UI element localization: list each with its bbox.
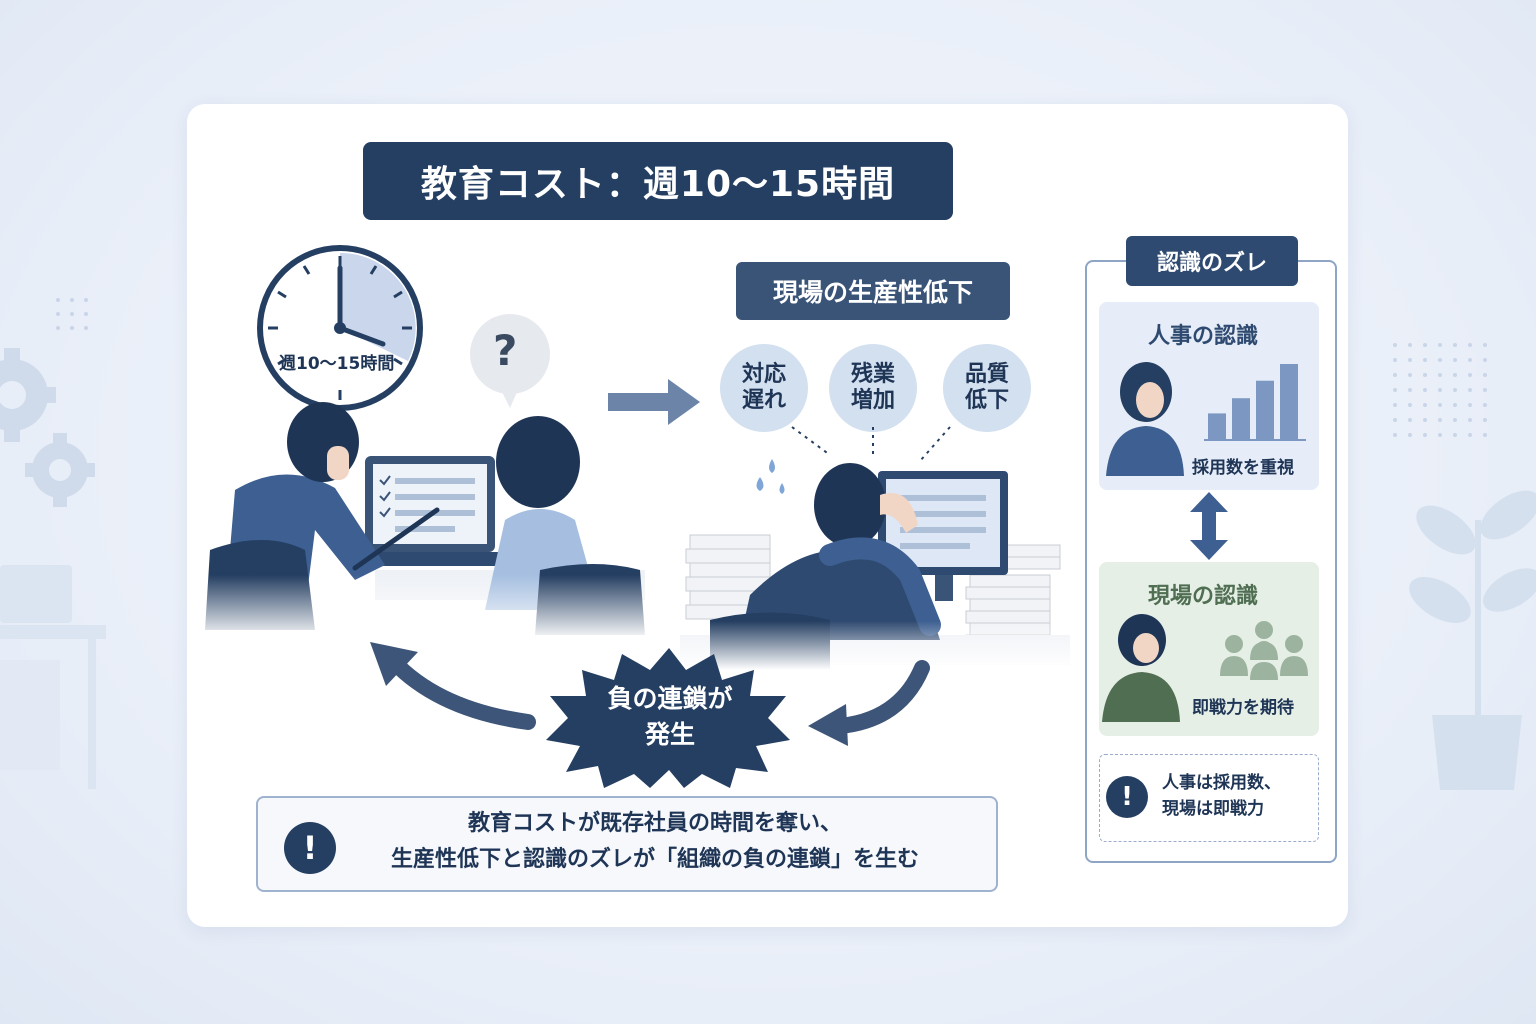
hr-bar	[1208, 413, 1226, 440]
note-line2: 現場は即戦力	[1162, 799, 1264, 820]
effect-quality-line2: 低下	[964, 388, 1009, 413]
cycle-arrow-right-icon	[808, 660, 930, 746]
chain-label-line1: 負の連鎖が	[607, 684, 733, 713]
cycle-arrow-left-icon	[370, 642, 536, 730]
effect-bubble-overtime: 残業 増加	[829, 344, 917, 432]
hr-bar	[1232, 398, 1250, 440]
summary-line2: 生産性低下と認識のズレが「組織の負の連鎖」を生む	[390, 847, 919, 873]
training-scene	[205, 380, 655, 640]
hr-bar-chart	[1204, 364, 1306, 441]
gear-icon	[0, 348, 56, 442]
field-title: 現場の認識	[1148, 584, 1259, 609]
clock-icon	[257, 245, 423, 411]
summary-text: 教育コストが既存社員の時間を奪い、 生産性低下と認識のズレが「組織の負の連鎖」を…	[330, 806, 980, 879]
dot-grid-left	[56, 298, 88, 330]
field-caption: 即戦力を期待	[1192, 698, 1294, 718]
hr-bar	[1280, 364, 1298, 440]
productivity-banner: 現場の生産性低下	[736, 262, 1010, 320]
effect-overtime-line1: 残業	[850, 361, 895, 387]
page-title: 教育コスト：週10～15時間	[363, 142, 953, 220]
summary-line1: 教育コストが既存社員の時間を奪い、	[467, 811, 842, 836]
stressed-worker-scene	[680, 425, 1070, 670]
desk-silhouette	[0, 565, 106, 789]
chain-label: 負の連鎖が 発生	[580, 681, 760, 754]
plant-icon	[1409, 490, 1536, 790]
double-arrow-icon	[1190, 492, 1228, 560]
hr-title: 人事の認識	[1148, 324, 1259, 349]
note-alert-icon: !	[1106, 776, 1148, 818]
field-person-icon	[1102, 614, 1180, 722]
hr-caption: 採用数を重視	[1192, 458, 1294, 478]
chain-starburst	[546, 648, 790, 788]
effect-quality-line1: 品質	[964, 361, 1009, 387]
perception-note: 人事は採用数、 現場は即戦力	[1162, 770, 1281, 823]
gear-icon-small	[25, 433, 95, 507]
hr-person-icon	[1106, 362, 1184, 476]
clock-label: 週10～15時間	[279, 354, 395, 374]
alert-icon: !	[284, 822, 336, 874]
dot-grid-right	[1393, 343, 1487, 437]
perception-header: 認識のズレ	[1126, 236, 1298, 286]
hr-bar	[1256, 380, 1274, 440]
effect-bubble-delay: 対応 遅れ	[720, 344, 808, 432]
note-line1: 人事は採用数、	[1162, 773, 1281, 793]
chain-label-line2: 発生	[644, 720, 695, 750]
effect-bubble-quality: 品質 低下	[943, 344, 1031, 432]
effect-delay-line2: 遅れ	[741, 388, 786, 413]
summary-box	[256, 796, 998, 892]
arrow-right-icon	[608, 379, 700, 425]
team-icon	[1220, 621, 1308, 680]
effect-delay-line1: 対応	[741, 361, 786, 387]
question-mark: ?	[493, 326, 518, 375]
effect-overtime-line2: 増加	[850, 388, 895, 413]
